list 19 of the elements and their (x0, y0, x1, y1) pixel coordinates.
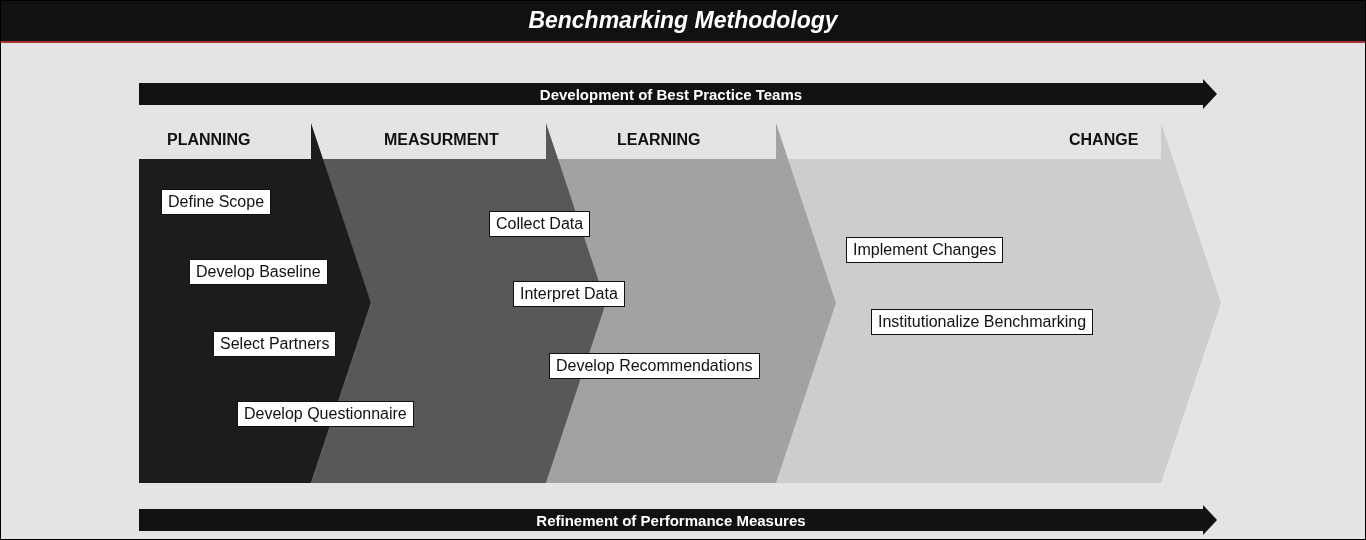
step-label: Develop Recommendations (549, 353, 760, 379)
band-label: Development of Best Practice Teams (539, 85, 803, 103)
phase-heading: CHANGE (1069, 131, 1139, 149)
band-label: Refinement of Performance Measures (536, 511, 806, 529)
phase-heading: PLANNING (167, 131, 251, 149)
step-label: Select Partners (213, 331, 337, 357)
step-label: Implement Changes (846, 237, 1004, 263)
arrow-band (139, 79, 1217, 109)
step-label: Interpret Data (513, 281, 625, 307)
step-label: Develop Questionnaire (237, 401, 414, 427)
step-label: Define Scope (161, 189, 272, 215)
step-label: Collect Data (489, 211, 591, 237)
title: Benchmarking Methodology (528, 7, 838, 34)
phase-chevron (776, 123, 1221, 483)
step-label: Develop Baseline (189, 259, 328, 285)
arrow-band (139, 505, 1217, 535)
phase-heading: MEASURMENT (384, 131, 499, 149)
phase-heading: LEARNING (617, 131, 701, 149)
step-label: Institutionalize Benchmarking (871, 309, 1094, 335)
